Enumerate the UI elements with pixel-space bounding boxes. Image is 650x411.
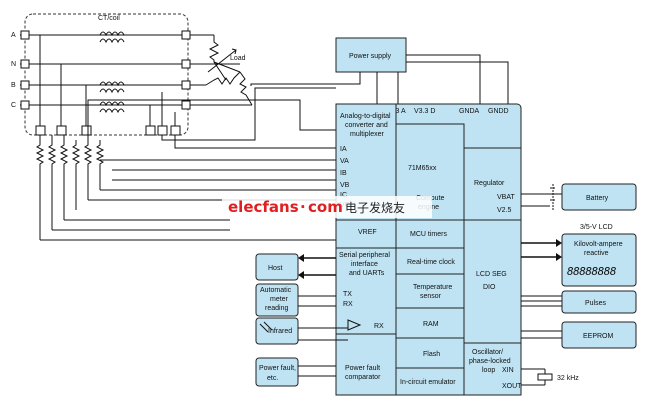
flash-block xyxy=(395,337,465,369)
battery-wires xyxy=(521,184,562,210)
load-label: Load xyxy=(230,55,246,62)
rtc-label: Real-time clock xyxy=(407,259,455,266)
entry-terminals xyxy=(20,30,191,110)
amr-label-3: reading xyxy=(265,305,288,312)
infrared-label: Infrared xyxy=(268,328,292,335)
input-ic: IC xyxy=(340,192,347,199)
pin-gndd: GNDD xyxy=(488,108,509,115)
mcu-timers-block xyxy=(395,219,465,249)
divider-resistors xyxy=(35,135,105,240)
serial-label-2: interface xyxy=(351,261,378,268)
tap-terminals xyxy=(35,125,181,136)
load-resistor-icon xyxy=(205,35,253,106)
lcd-digits: 88888888 xyxy=(567,265,617,278)
power-supply-label: Power supply xyxy=(349,53,392,60)
return-wires xyxy=(40,219,336,241)
xout-pin: XOUT xyxy=(502,383,522,390)
host-block xyxy=(255,253,299,281)
temp-sensor-block xyxy=(395,273,465,309)
adc-label-2: converter and xyxy=(345,122,388,129)
serial-tx-pin: TX xyxy=(343,291,352,298)
line-label-n: N xyxy=(11,61,16,68)
line-label-b: B xyxy=(11,82,16,89)
serial-uart-block xyxy=(335,247,397,335)
amr-block xyxy=(255,283,299,317)
input-ia: IA xyxy=(340,146,347,153)
ct-coil-label: CT/coil xyxy=(98,15,120,22)
power-fault-label-1: Power fault, xyxy=(259,365,296,372)
host-label: Host xyxy=(268,265,282,272)
infrared-icon xyxy=(259,321,273,333)
mcu-timers-label: MCU timers xyxy=(410,231,447,238)
ice-label: In-circuit emulator xyxy=(400,379,456,386)
ir-rx-pin: RX xyxy=(374,323,384,330)
pulses-block xyxy=(561,290,637,314)
serial-label-1: Serial peripheral xyxy=(339,252,390,259)
lcd-text-1: Kilovolt-ampere xyxy=(574,241,623,248)
v25-pin: V2.5 xyxy=(497,207,512,214)
eeprom-block xyxy=(561,321,637,349)
left-bus-wires xyxy=(298,254,348,377)
pulses-label: Pulses xyxy=(585,300,607,307)
dio-label: DIO xyxy=(483,284,496,291)
regulator-block xyxy=(463,147,522,221)
vref-label: VREF xyxy=(358,229,377,236)
serial-rx-pin: RX xyxy=(343,301,353,308)
power-supply-wires xyxy=(250,54,509,104)
watermark-suffix: com xyxy=(308,198,343,216)
pin-gnda: GNDA xyxy=(459,108,480,115)
watermark-brand: elecfans xyxy=(228,198,299,216)
eeprom-label: EEPROM xyxy=(583,333,614,340)
battery-label: Battery xyxy=(586,195,609,202)
xin-pin: XIN xyxy=(502,367,514,374)
pfc-label-1: Power fault xyxy=(345,365,380,372)
input-ib: IB xyxy=(340,170,347,177)
input-va: VA xyxy=(340,158,349,165)
vbat-pin: VBAT xyxy=(497,194,515,201)
power-fault-block xyxy=(255,357,299,387)
regulator-label: Regulator xyxy=(474,180,505,187)
osc-label-1: Oscillator/ xyxy=(472,349,503,356)
right-bus-wires xyxy=(521,239,562,339)
watermark-dot: · xyxy=(300,198,306,216)
power-fault-label-2: etc. xyxy=(267,375,278,382)
lcd-text-2: reactive xyxy=(584,250,609,257)
temp-label-1: Temperature xyxy=(413,284,452,291)
tap-wires xyxy=(39,35,176,126)
vref-block xyxy=(335,219,397,249)
adc-label-1: Analog-to-digital xyxy=(340,113,391,120)
mains-enclosure xyxy=(24,13,189,136)
input-wires xyxy=(87,87,336,201)
lcd-display-block xyxy=(561,233,637,287)
amr-label-1: Automatic xyxy=(260,287,292,294)
line-label-c: C xyxy=(11,102,16,109)
pfc-label-2: comparator xyxy=(345,374,381,381)
lcd-seg-label: LCD SEG xyxy=(476,271,507,278)
input-vb: VB xyxy=(340,182,350,189)
ice-block xyxy=(395,367,465,396)
watermark-bg xyxy=(222,196,432,218)
crystal-label: 32 kHz xyxy=(557,375,579,382)
power-fault-comparator-block xyxy=(335,333,397,396)
temp-label-2: sensor xyxy=(420,293,442,300)
line-label-a: A xyxy=(11,32,16,39)
osc-label-2: phase-locked xyxy=(469,358,511,365)
amr-label-2: meter xyxy=(270,296,289,303)
serial-label-3: and UARTs xyxy=(349,270,385,277)
lcd-caption: 3/5-V LCD xyxy=(580,224,613,231)
pin-v33d: V3.3 D xyxy=(414,108,435,115)
power-supply-block xyxy=(335,37,407,73)
lcd-dio-block xyxy=(463,219,522,344)
ct-coil-icon xyxy=(99,31,125,114)
ram-block xyxy=(395,307,465,339)
adc-label-3: multiplexer xyxy=(350,131,385,138)
crystal-icon xyxy=(521,368,553,386)
ram-label: RAM xyxy=(423,321,439,328)
osc-label-3: loop xyxy=(482,367,495,374)
battery-block xyxy=(561,183,637,211)
chip-name: 71M65xx xyxy=(408,165,437,172)
flash-label: Flash xyxy=(423,351,440,358)
watermark-cn: 电子发烧友 xyxy=(345,200,405,215)
